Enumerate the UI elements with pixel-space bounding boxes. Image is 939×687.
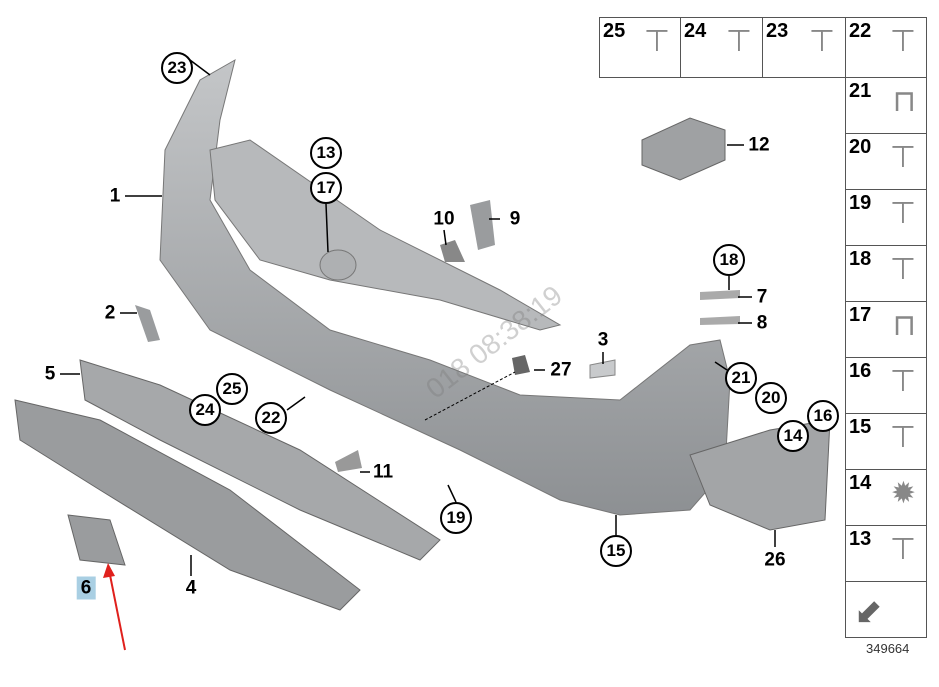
expansion-rivet-icon: ⊤ [889,421,916,454]
fastener-number: 22 [849,20,872,42]
direction-arrow-cell: ⬋ [845,581,927,638]
label-10: 10 [433,208,455,230]
callout-15: 15 [600,535,632,567]
fastener-number: 15 [849,416,872,438]
label-6-highlighted[interactable]: 6 [76,576,96,600]
fastener-number: 14 [849,472,872,494]
clip-nut-icon: ⊓ [892,309,916,342]
clip-nut-icon: ⊓ [892,85,916,118]
grille-carrier [209,139,562,331]
part-10 [440,240,465,262]
fastener-cell[interactable]: 23 ⊤ [762,17,846,78]
label-9: 9 [509,208,521,230]
screw-icon: ⊤ [889,141,916,174]
callout-20: 20 [755,382,787,414]
fastener-number: 18 [849,248,872,270]
part-12 [641,117,726,181]
fastener-cell[interactable]: 15 ⊤ [845,413,927,470]
fastener-cell[interactable]: 16 ⊤ [845,357,927,414]
direction-arrow-icon: ⬋ [854,593,883,631]
fastener-number: 25 [603,20,626,42]
callout-17: 17 [310,172,342,204]
bolt-icon: ⊤ [725,25,752,58]
fastener-number: 17 [849,304,872,326]
washer-icon: ✹ [890,477,916,510]
screw-icon: ⊤ [889,197,916,230]
label-4: 4 [185,577,197,599]
part-9 [470,200,495,250]
label-12: 12 [748,134,770,156]
fastener-cell[interactable]: 24 ⊤ [680,17,763,78]
fastener-cell[interactable]: 19 ⊤ [845,189,927,246]
hex-screw-icon: ⊤ [889,365,916,398]
label-5: 5 [44,363,56,385]
fastener-number: 24 [684,20,707,42]
leader-lines [60,59,776,576]
red-arrow-line [109,574,126,651]
callout-21: 21 [725,362,757,394]
label-1: 1 [109,185,121,207]
part-11 [335,450,362,472]
fastener-cell[interactable]: 17 ⊓ [845,301,927,358]
part-8 [700,316,740,325]
label-7: 7 [756,286,768,308]
fastener-cell[interactable]: 25 ⊤ [599,17,681,78]
diagram-id: 349664 [866,641,910,656]
callout-24: 24 [189,394,221,426]
callout-14: 14 [777,420,809,452]
part-2 [135,305,160,342]
fastener-cell[interactable]: 20 ⊤ [845,133,927,190]
callout-25: 25 [216,373,248,405]
part-3 [589,359,616,379]
fastener-number: 13 [849,528,872,550]
callout-23: 23 [161,52,193,84]
label-3: 3 [597,329,609,351]
hex-screw-icon: ⊤ [889,25,916,58]
label-26: 26 [764,549,786,571]
fastener-cell[interactable]: 18 ⊤ [845,245,927,302]
fastener-number: 23 [766,20,789,42]
callout-19: 19 [440,502,472,534]
part-27 [512,355,530,375]
screw-icon: ⊤ [808,25,835,58]
part-7 [700,290,740,300]
callout-22: 22 [255,402,287,434]
fastener-cell[interactable]: 13 ⊤ [845,525,927,582]
label-27: 27 [550,359,572,381]
fastener-number: 20 [849,136,872,158]
part-6 [67,514,126,566]
red-arrow-head [103,563,115,578]
screw-icon: ⊤ [643,25,670,58]
lower-grille-4 [14,399,361,611]
fastener-cell[interactable]: 14 ✹ [845,469,927,526]
collar-screw-icon: ⊤ [889,533,916,566]
screw-icon: ⊤ [889,253,916,286]
fastener-number: 21 [849,80,872,102]
label-11: 11 [372,461,394,483]
label-2: 2 [104,302,116,324]
fastener-cell[interactable]: 22 ⊤ [845,17,927,78]
callout-16: 16 [807,400,839,432]
fastener-number: 16 [849,360,872,382]
callout-13: 13 [310,137,342,169]
label-8: 8 [756,312,768,334]
fastener-cell[interactable]: 21 ⊓ [845,77,927,134]
callout-18: 18 [713,244,745,276]
bumper-cover [159,58,731,516]
fastener-number: 19 [849,192,872,214]
